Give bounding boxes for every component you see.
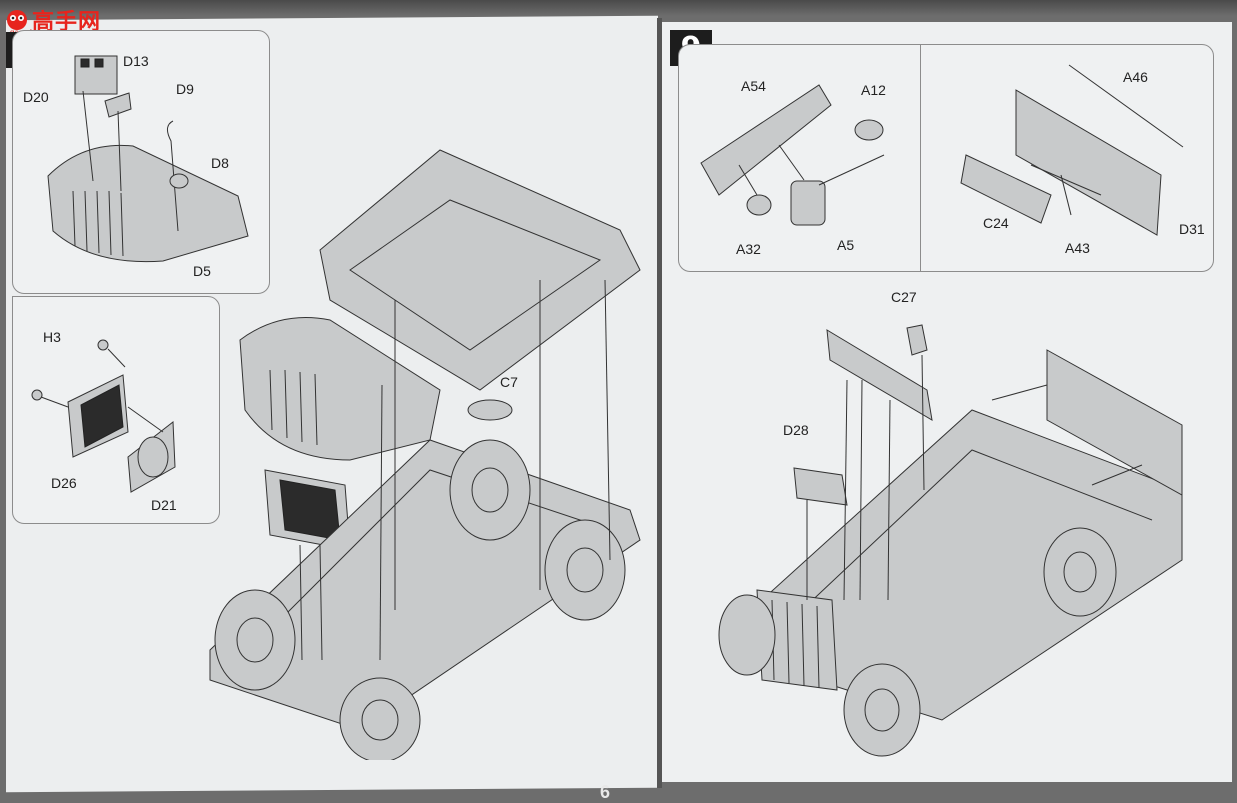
label-d13: D13 [123,53,149,69]
label-d9: D9 [176,81,194,97]
label-a54: A54 [741,78,766,94]
step-8-inset-bottom: H3 D26 D21 [12,296,220,524]
label-d5: D5 [193,263,211,279]
step-9-main-drawing [718,324,1183,757]
label-a12: A12 [861,82,886,98]
label-h3: H3 [43,329,61,345]
top-shadow [0,0,1237,16]
label-d26: D26 [51,475,77,491]
grille-assembly-drawing [47,55,249,263]
step-9-inset-right: A46 C24 A43 D31 [920,44,1214,272]
step-8-main-drawing [209,149,641,760]
label-c27: C27 [891,289,917,305]
radiator-drawing [31,339,176,493]
step-8-inset-top: D20 D13 D9 D8 D5 [12,30,270,294]
robot-icon [7,10,27,30]
label-d21: D21 [151,497,177,513]
spare-wheel-mount-drawing [700,84,885,226]
book-spine [657,18,662,788]
label-d20: D20 [23,89,49,105]
label-d28: D28 [783,422,809,438]
label-a32: A32 [736,241,761,257]
label-c24: C24 [983,215,1009,231]
label-d8: D8 [211,155,229,171]
label-d31: D31 [1179,221,1205,237]
label-a46: A46 [1123,69,1148,85]
label-c7: C7 [500,374,518,390]
label-a5: A5 [837,237,855,253]
page-number: 6 [600,782,611,802]
step-9-inset-left: A54 A12 A32 A5 [678,44,921,272]
label-a43: A43 [1065,240,1090,256]
tailgate-drawing [960,64,1184,236]
